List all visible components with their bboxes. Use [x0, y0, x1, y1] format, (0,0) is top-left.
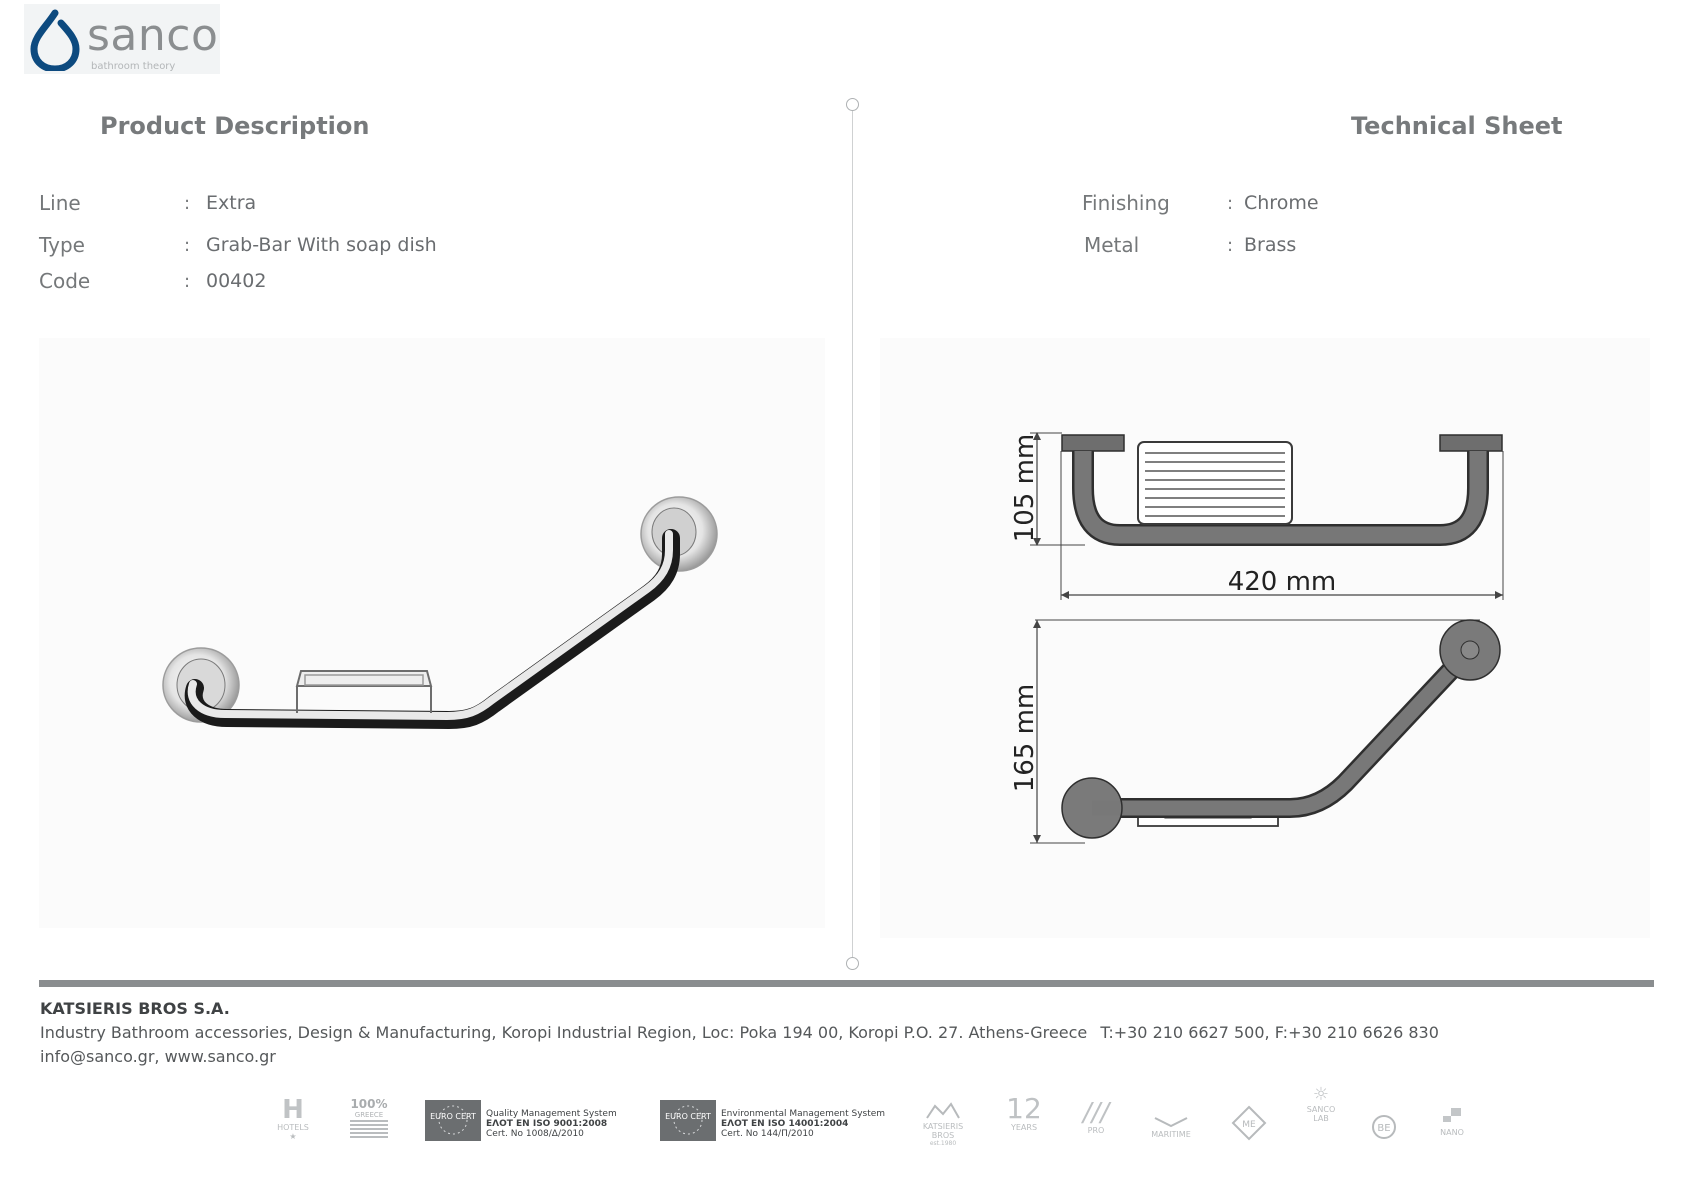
spec-colon: :: [1227, 235, 1234, 256]
product-description-heading: Product Description: [100, 112, 370, 140]
nano-squares-icon: [1443, 1108, 1461, 1122]
wave-icon: [1154, 1117, 1188, 1128]
cert-quality-text: Quality Management System ΕΛΟΤ EN ISO 90…: [486, 1109, 617, 1139]
divider-bottom-dot: [846, 957, 859, 970]
sanco-lab-badge: ☼ SANCO LAB: [1301, 1085, 1341, 1145]
cert-environment-number: Cert. No 144/Π/2010: [721, 1129, 814, 1139]
slashes-icon: ///: [1082, 1098, 1110, 1128]
be-text: BE: [1377, 1123, 1390, 1134]
technical-drawing: 105 mm 420 mm 165 mm: [880, 338, 1650, 938]
greece-badge: 100% GREECE: [348, 1097, 390, 1143]
maritime-text: MARITIME: [1151, 1130, 1191, 1139]
nano-badge: NANO: [1432, 1106, 1472, 1144]
hotels-badge-text: HOTELS: [277, 1123, 309, 1132]
bros-text: BROS: [931, 1131, 955, 1140]
spec-colon: :: [184, 235, 191, 256]
maritime-badge: MARITIME: [1146, 1112, 1196, 1144]
est-text: est.1980: [929, 1140, 957, 1147]
width-dimension-label: 420 mm: [1228, 567, 1337, 597]
lab-text: LAB: [1313, 1114, 1329, 1123]
years-number: 12: [1006, 1092, 1042, 1125]
star-icon: ★: [289, 1132, 297, 1141]
spec-label-type: Type: [39, 233, 85, 257]
diamond-icon: ME: [1231, 1105, 1267, 1141]
eurocert-box-text: EURO CERT: [665, 1112, 711, 1121]
footer-address-text: Industry Bathroom accessories, Design & …: [40, 1023, 1088, 1042]
eurocert-box-text: EURO CERT: [430, 1112, 476, 1121]
footer-address: Industry Bathroom accessories, Design & …: [40, 1023, 1439, 1042]
greece-badge-bottom: GREECE: [354, 1111, 384, 1119]
pro-text: PRO: [1087, 1126, 1105, 1135]
brand-logo: sanco bathroom theory: [24, 4, 220, 74]
divider-top-dot: [846, 98, 859, 111]
cert-quality-standard: ΕΛΟΤ EN ISO 9001:2008: [486, 1119, 608, 1129]
water-drop-icon: [30, 9, 80, 71]
footer-divider: [39, 980, 1654, 987]
footer-contact[interactable]: info@sanco.gr, www.sanco.gr: [40, 1047, 276, 1066]
greek-flag-icon: [350, 1120, 388, 1138]
pro-projects-badge: /// PRO: [1075, 1100, 1117, 1144]
be-badge: BE: [1369, 1112, 1399, 1142]
eurocert-stars-icon: EURO CERT: [665, 1105, 711, 1135]
product-photo: [39, 338, 825, 928]
eurocert-stars-icon: EURO CERT: [430, 1105, 476, 1135]
spec-value-type: Grab-Bar With soap dish: [206, 234, 437, 256]
spec-value-line: Extra: [206, 192, 257, 214]
spec-value-metal: Brass: [1244, 234, 1297, 256]
eurocert-quality-logo: EURO CERT: [425, 1100, 481, 1141]
cert-environment-standard: ΕΛΟΤ EN ISO 14001:2004: [721, 1119, 849, 1129]
cert-quality-title: Quality Management System: [486, 1109, 617, 1119]
spec-label-line: Line: [39, 191, 81, 215]
eurocert-environment-logo: EURO CERT: [660, 1100, 716, 1141]
spec-label-finishing: Finishing: [1082, 191, 1170, 215]
brand-name: sanco: [87, 10, 219, 61]
katsieris-text: KATSIERIS: [922, 1122, 964, 1131]
spec-value-code: 00402: [206, 270, 267, 292]
house-icon: [926, 1102, 960, 1119]
spec-label-metal: Metal: [1084, 233, 1140, 257]
spec-colon: :: [1227, 193, 1234, 214]
cert-quality-number: Cert. No 1008/Δ/2010: [486, 1129, 584, 1139]
grab-bar-photo: [162, 496, 718, 729]
depth-dimension-label: 165 mm: [1010, 684, 1040, 793]
me-badge: ME: [1229, 1103, 1269, 1143]
brand-tagline: bathroom theory: [91, 61, 176, 72]
katsieris-bros-badge: KATSIERIS BROS est.1980: [916, 1100, 970, 1147]
spec-label-code: Code: [39, 269, 91, 293]
spec-colon: :: [184, 271, 191, 292]
years-text: YEARS: [1010, 1123, 1038, 1132]
footer-company: KATSIERIS BROS S.A.: [40, 999, 230, 1018]
be-circle-icon: BE: [1372, 1115, 1396, 1139]
sanco-lab-text: SANCO: [1306, 1105, 1336, 1114]
nano-text: NANO: [1440, 1128, 1464, 1137]
cert-environment-title: Environmental Management System: [721, 1109, 886, 1119]
years-warranty-badge: 12 YEARS: [1004, 1095, 1044, 1145]
spec-value-finishing: Chrome: [1244, 192, 1319, 214]
column-divider: [852, 104, 853, 962]
me-text: ME: [1242, 1120, 1256, 1130]
spec-colon: :: [184, 193, 191, 214]
lightbulb-icon: ☼: [1312, 1084, 1330, 1105]
technical-sheet-heading: Technical Sheet: [1351, 112, 1563, 140]
footer-phones: T:+30 210 6627 500, F:+30 210 6626 830: [1100, 1023, 1439, 1042]
cert-environment-text: Environmental Management System ΕΛΟΤ EN …: [721, 1109, 885, 1139]
greece-badge-top: 100%: [350, 1097, 388, 1111]
dimension-drawing: 105 mm 420 mm 165 mm: [1010, 432, 1504, 844]
height-dimension-label: 105 mm: [1010, 434, 1040, 543]
hotels-badge: H HOTELS ★: [270, 1097, 316, 1143]
